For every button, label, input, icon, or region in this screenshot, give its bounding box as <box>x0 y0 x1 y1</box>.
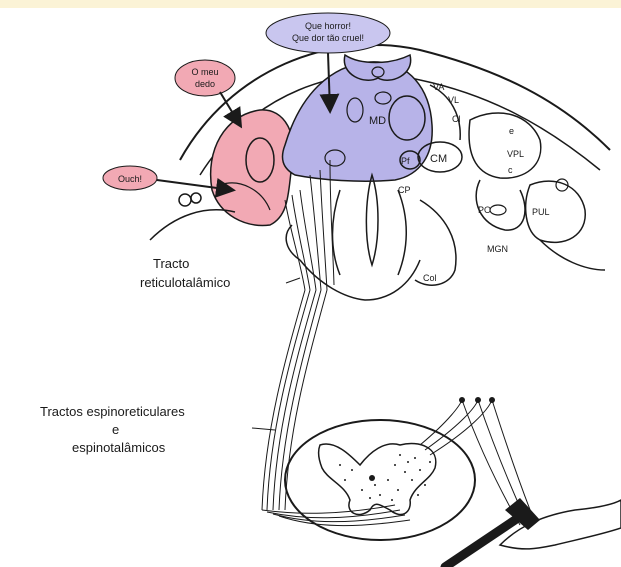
small-structure-2 <box>191 193 201 203</box>
fiber-brain-5 <box>320 170 327 290</box>
tracto-leader-line <box>286 278 300 283</box>
label-tracto-1: Tracto <box>153 256 189 271</box>
label-pul: PUL <box>532 207 550 217</box>
label-cm: CM <box>430 153 447 165</box>
label-vpl: VPL <box>507 149 524 159</box>
tract-fiber-1 <box>262 290 305 510</box>
dorsal-horn-stipple <box>339 454 431 501</box>
tract-fiber-5 <box>285 290 327 510</box>
spinal-cord-outline <box>285 420 475 540</box>
label-e: e <box>509 126 514 136</box>
label-cp: CP <box>398 185 411 195</box>
central-canal <box>369 475 375 481</box>
vpl-region <box>469 113 541 178</box>
tractos-leader-line <box>252 428 275 430</box>
label-cl: Cl <box>452 114 461 124</box>
label-col: Col <box>423 273 437 283</box>
midline-right <box>398 190 406 275</box>
grey-matter <box>319 444 436 515</box>
label-tractos-1: Tractos espinoreticulares <box>40 404 185 419</box>
thalamus-lateral-border <box>430 85 460 140</box>
tract-fiber-3 <box>273 290 316 510</box>
label-c: c <box>508 165 513 175</box>
label-tractos-3: espinotalâmicos <box>72 440 166 455</box>
tract-fiber-2 <box>267 290 310 510</box>
pain-cortex-region <box>211 110 294 226</box>
label-md: MD <box>369 115 386 127</box>
label-tractos-2: e <box>112 422 119 437</box>
bubble-top-line1: Que horror! <box>305 21 351 31</box>
top-tint <box>0 0 621 8</box>
label-po: PO <box>478 205 491 215</box>
root-fiber-2 <box>425 400 478 450</box>
cord-fiber-2 <box>267 510 400 518</box>
bubble-finger-line2: dedo <box>195 79 215 89</box>
bubble-top-line2: Que dor tão cruel! <box>292 33 364 43</box>
left-contour <box>150 210 235 240</box>
label-tracto-2: reticulotalâmico <box>140 275 230 290</box>
third-ventricle <box>366 175 378 265</box>
right-contour <box>540 240 605 270</box>
label-pf: Pf <box>401 156 410 166</box>
label-va: VA <box>433 82 444 92</box>
arrow-to-cortex-1 <box>220 92 240 125</box>
po-nucleus <box>490 205 506 215</box>
bubble-finger-line1: O meu <box>191 67 218 77</box>
cord-fiber-1 <box>262 505 395 513</box>
small-structure-1 <box>179 194 191 206</box>
label-mgn: MGN <box>487 244 508 254</box>
label-vl: VL <box>448 95 459 105</box>
bubble-ouch-text: Ouch! <box>118 174 142 184</box>
bubble-finger <box>175 60 235 96</box>
